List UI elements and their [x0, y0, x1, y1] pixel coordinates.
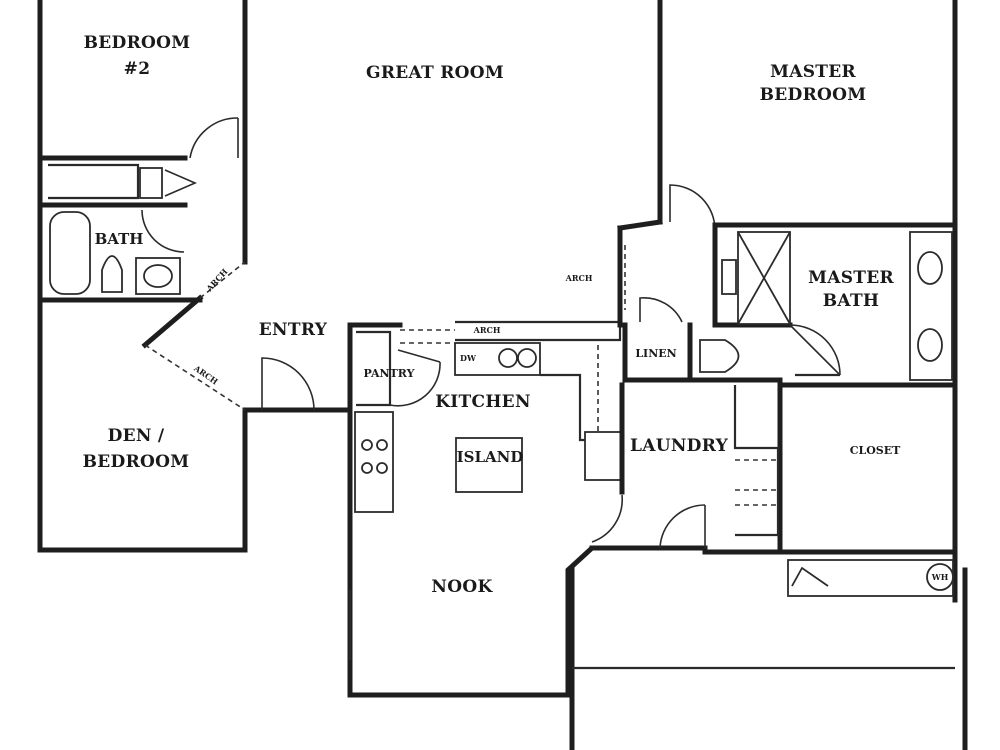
room-label-linen: LINEN [635, 347, 677, 361]
annotation-water-heater: WH [931, 571, 949, 582]
room-label-den-bedroom-line1: DEN / [107, 426, 165, 447]
range-counter [354, 411, 394, 513]
master-bath-walls [687, 222, 958, 383]
bath-toilet [101, 255, 123, 293]
room-label-master-bath-line1: MASTER [808, 268, 894, 289]
laundry-walls [591, 382, 958, 597]
hall-walls [617, 184, 716, 383]
annotation-arch-great-room: ARCH [565, 272, 593, 283]
room-label-great-room: GREAT ROOM [366, 63, 504, 84]
water-heater [926, 563, 954, 591]
room-label-pantry: PANTRY [363, 367, 415, 381]
bathtub [49, 211, 91, 295]
annotation-arch-kitchen: ARCH [473, 324, 501, 335]
entry-door [261, 357, 315, 411]
room-label-bath: BATH [94, 230, 144, 249]
linen-shelf [139, 167, 163, 199]
refrigerator [584, 431, 622, 481]
room-label-bedroom-2-line1: BEDROOM [83, 33, 191, 54]
room-label-closet: CLOSET [849, 444, 901, 458]
room-label-laundry: LAUNDRY [629, 436, 729, 457]
room-label-island: ISLAND [456, 448, 524, 467]
room-label-master-bath-line2: BATH [822, 291, 880, 312]
annotation-dishwasher: DW [460, 352, 476, 363]
room-label-den-bedroom-line2: BEDROOM [82, 452, 190, 473]
exterior-walls [37, 0, 968, 750]
west-interior-walls [37, 117, 246, 411]
room-label-nook: NOOK [431, 577, 493, 598]
room-label-master-bedroom-line2: BEDROOM [759, 85, 867, 106]
room-label-master-bedroom-line1: MASTER [770, 62, 856, 83]
kitchen-walls [347, 320, 622, 660]
master-toilet [699, 339, 740, 373]
room-label-kitchen: KITCHEN [435, 392, 531, 413]
room-label-entry: ENTRY [258, 320, 328, 341]
island-counter [455, 437, 523, 493]
room-label-bedroom-2-line2: #2 [123, 59, 151, 80]
